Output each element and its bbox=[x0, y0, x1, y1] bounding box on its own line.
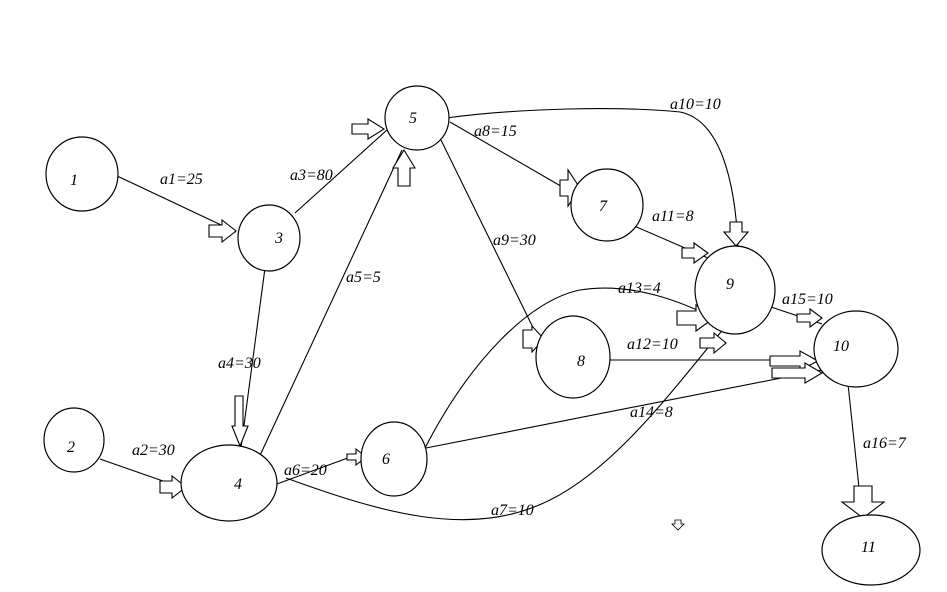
arrowhead-a10-icon bbox=[722, 221, 750, 247]
node-3-shape bbox=[237, 204, 301, 272]
node-6-shape bbox=[360, 421, 428, 497]
nodes bbox=[43, 85, 921, 586]
node-9-label: 9 bbox=[726, 276, 734, 293]
node-5-shape bbox=[384, 85, 450, 151]
node-4-label: 4 bbox=[234, 476, 242, 493]
edge-a10-label: a10=10 bbox=[670, 96, 721, 113]
edge-a9-line bbox=[440, 139, 545, 351]
edge-a13-label: a13=4 bbox=[618, 280, 661, 297]
edge-a14-label: a14=8 bbox=[630, 404, 673, 421]
node-10-label: 10 bbox=[833, 338, 849, 355]
edge-a1-label: a1=25 bbox=[160, 171, 203, 188]
edge-a8-label: a8=15 bbox=[474, 123, 517, 140]
edge-a13-line bbox=[423, 287, 723, 451]
node-8-label: 8 bbox=[577, 353, 585, 370]
node-11-shape bbox=[821, 514, 921, 586]
arrowhead-a3-icon bbox=[351, 118, 386, 140]
node-labels: 1 2 3 4 5 6 7 8 9 10 11 bbox=[67, 110, 876, 556]
arrowhead-a7-icon bbox=[699, 331, 727, 355]
arrowhead-a15-icon bbox=[796, 307, 823, 329]
node-4-shape bbox=[180, 444, 278, 522]
edge-a10-line bbox=[445, 108, 739, 247]
edge-a8-line bbox=[449, 121, 579, 197]
edge-a4-label: a4=30 bbox=[218, 355, 261, 372]
node-6-label: 6 bbox=[382, 451, 390, 468]
node-1-shape bbox=[45, 136, 119, 212]
arrowhead-a5-icon bbox=[392, 148, 416, 187]
node-7-label: 7 bbox=[599, 198, 608, 215]
arrowhead-a14-icon bbox=[771, 362, 824, 384]
node-2-shape bbox=[43, 407, 105, 473]
edge-a1-line bbox=[114, 174, 237, 233]
node-10-shape bbox=[813, 310, 899, 388]
arrowhead-a2-icon bbox=[159, 474, 187, 500]
edge-a14-line bbox=[425, 367, 833, 449]
cursor-icon bbox=[671, 519, 685, 531]
edge-a11-label: a11=8 bbox=[652, 208, 694, 225]
edge-a7-label: a7=10 bbox=[491, 502, 534, 519]
arrowhead-a16-icon bbox=[840, 485, 886, 519]
node-1-label: 1 bbox=[70, 172, 78, 189]
edge-arrowheads bbox=[159, 118, 886, 519]
edge-a3-label: a3=80 bbox=[290, 167, 333, 184]
edge-a3-line bbox=[294, 129, 388, 214]
edge-a15-label: a15=10 bbox=[782, 291, 833, 308]
node-11-label: 11 bbox=[861, 539, 876, 556]
edge-a16-label: a16=7 bbox=[863, 435, 907, 452]
edge-a12-label: a12=10 bbox=[627, 336, 678, 353]
node-9-shape bbox=[694, 245, 776, 335]
edge-a5-line bbox=[255, 149, 403, 465]
edge-a4-line bbox=[240, 267, 266, 449]
node-5-label: 5 bbox=[409, 110, 417, 127]
edge-a2-label: a2=30 bbox=[132, 442, 175, 459]
edge-a5-label: a5=5 bbox=[346, 269, 381, 286]
edge-a9-label: a9=30 bbox=[493, 232, 536, 249]
node-7-shape bbox=[570, 168, 644, 242]
edge-labels: a1=25 a2=30 a3=80 a4=30 a5=5 a6=20 a7=10… bbox=[132, 96, 907, 519]
edge-a7-line bbox=[285, 325, 727, 521]
node-8-shape bbox=[535, 315, 611, 399]
node-3-label: 3 bbox=[274, 230, 283, 247]
edge-lines bbox=[99, 108, 863, 521]
edge-a6-label: a6=20 bbox=[284, 462, 327, 479]
arrowhead-a1-icon bbox=[208, 218, 237, 244]
arrowhead-a4-icon bbox=[231, 395, 249, 448]
arrowhead-a11-icon bbox=[681, 241, 709, 265]
node-2-label: 2 bbox=[67, 439, 75, 456]
